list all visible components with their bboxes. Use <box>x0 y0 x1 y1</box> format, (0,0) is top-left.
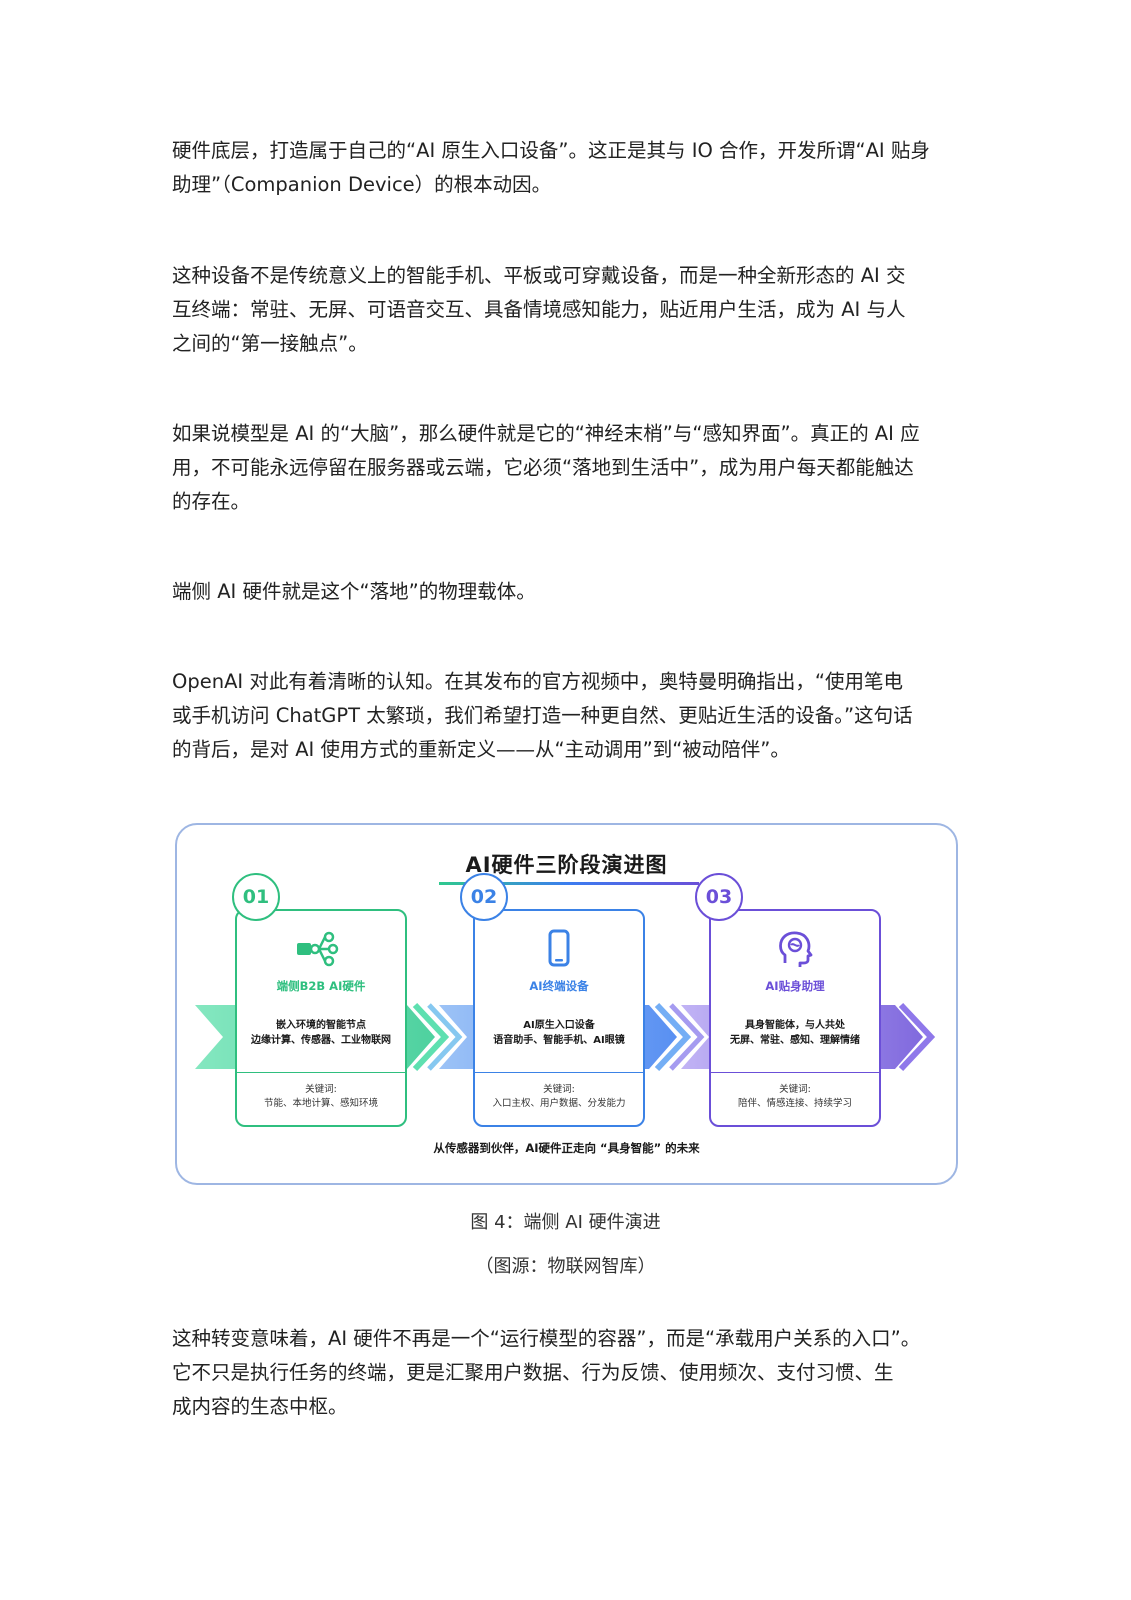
stage-name-1: 端侧B2B AI硬件 <box>276 979 366 993</box>
paragraph-line: 用，不可能永远停留在服务器或云端，它必须“落地到生活中”，成为用户每天都能触达 <box>172 456 914 479</box>
paragraph-5: OpenAI 对此有着清晰的认知。在其发布的官方视频中，奥特曼明确指出，“使用笔… <box>172 665 972 767</box>
paragraph-2: 这种设备不是传统意义上的智能手机、平板或可穿戴设备，而是一种全新形态的 AI 交… <box>172 259 972 361</box>
paragraph-line: 硬件底层，打造属于自己的“AI 原生入口设备”。这正是其与 IO 合作，开发所谓… <box>172 139 930 162</box>
stage-keyword-label-1: 关键词: <box>305 1084 337 1095</box>
stage-keyword-label-2: 关键词: <box>543 1084 575 1095</box>
stage-number-2: 02 <box>460 873 508 921</box>
paragraph-line: 如果说模型是 AI 的“大脑”，那么硬件就是它的“神经末梢”与“感知界面”。真正… <box>172 422 920 445</box>
keyword-divider-2 <box>473 1072 645 1073</box>
paragraph-line: 的存在。 <box>172 490 251 513</box>
paragraph-1: 硬件底层，打造属于自己的“AI 原生入口设备”。这正是其与 IO 合作，开发所谓… <box>172 134 972 202</box>
chevron-3a <box>898 1002 936 1072</box>
stage-keywords-1: 节能、本地计算、感知环境 <box>263 1098 378 1109</box>
paragraph-line: 的背后，是对 AI 使用方式的重新定义——从“主动调用”到“被动陪伴”。 <box>172 738 790 761</box>
stage-desc-3: 具身智能体，与人共处 无屏、常驻、感知、理解情绪 <box>709 1018 881 1048</box>
paragraph-line: 这种设备不是传统意义上的智能手机、平板或可穿戴设备，而是一种全新形态的 AI 交 <box>172 264 906 287</box>
chevron-1b <box>427 1003 463 1071</box>
paragraph-line: 成内容的生态中枢。 <box>172 1395 348 1418</box>
paragraph-4: 端侧 AI 硬件就是这个“落地”的物理载体。 <box>172 575 972 609</box>
stage-desc-line: 具身智能体，与人共处 <box>745 1020 845 1031</box>
stage-desc-line: 边缘计算、传感器、工业物联网 <box>251 1035 391 1046</box>
stage-keywords-2: 入口主权、用户数据、分发能力 <box>492 1098 626 1109</box>
brain-head-icon <box>779 931 813 967</box>
stage-desc-line: AI原生入口设备 <box>523 1020 595 1031</box>
stage-desc-line: 无屏、常驻、感知、理解情绪 <box>730 1035 860 1046</box>
figure-title: AI硬件三阶段演进图 <box>465 853 668 877</box>
stage-name-3: AI贴身助理 <box>765 979 825 993</box>
network-node-icon <box>297 931 339 967</box>
keyword-divider-1 <box>235 1072 407 1073</box>
smartphone-icon <box>548 929 570 967</box>
paragraph-line: 它不只是执行任务的终端，更是汇聚用户数据、行为反馈、使用频次、支付习惯、生 <box>172 1361 894 1384</box>
paragraph-line: 这种转变意味着，AI 硬件不再是一个“运行模型的容器”，而是“承载用户关系的入口… <box>172 1327 921 1350</box>
chevron-2b <box>669 1003 705 1071</box>
chevron-1a <box>412 1002 450 1072</box>
figure-caption: 图 4：端侧 AI 硬件演进 <box>470 1212 661 1233</box>
paragraph-line: 端侧 AI 硬件就是这个“落地”的物理载体。 <box>172 580 536 603</box>
stage-card-2 <box>473 909 645 1127</box>
evolution-figure: AI硬件三阶段演进图 01 <box>175 823 958 1185</box>
paragraph-line: 之间的“第一接触点”。 <box>172 332 368 355</box>
figure-source: （图源：物联网智库） <box>475 1256 656 1277</box>
title-underline <box>439 882 699 885</box>
stage-number-1: 01 <box>232 873 280 921</box>
stage-desc-1: 嵌入环境的智能节点 边缘计算、传感器、工业物联网 <box>235 1018 407 1048</box>
paragraph-line: OpenAI 对此有着清晰的认知。在其发布的官方视频中，奥特曼明确指出，“使用笔… <box>172 670 903 693</box>
paragraph-3: 如果说模型是 AI 的“大脑”，那么硬件就是它的“神经末梢”与“感知界面”。真正… <box>172 417 972 519</box>
stage-number-3: 03 <box>695 873 743 921</box>
chevron-2a <box>654 1002 692 1072</box>
keyword-divider-3 <box>709 1072 881 1073</box>
stage-desc-line: 语音助手、智能手机、AI眼镜 <box>493 1035 625 1046</box>
stage-keyword-label-3: 关键词: <box>779 1084 811 1095</box>
stage-name-2: AI终端设备 <box>529 979 589 993</box>
figure-footer: 从传感器到伙伴，AI硬件正走向 “具身智能” 的未来 <box>433 1141 700 1155</box>
paragraph-6: 这种转变意味着，AI 硬件不再是一个“运行模型的容器”，而是“承载用户关系的入口… <box>172 1322 972 1424</box>
paragraph-line: 助理”（Companion Device）的根本动因。 <box>172 173 552 196</box>
paragraph-line: 或手机访问 ChatGPT 太繁琐，我们希望打造一种更自然、更贴近生活的设备。”… <box>172 704 913 727</box>
paragraph-line: 互终端：常驻、无屏、可语音交互、具备情境感知能力，贴近用户生活，成为 AI 与人 <box>172 298 906 321</box>
stage-desc-line: 嵌入环境的智能节点 <box>276 1020 366 1031</box>
stage-desc-2: AI原生入口设备 语音助手、智能手机、AI眼镜 <box>473 1018 645 1048</box>
stage-keywords-3: 陪伴、情感连接、持续学习 <box>737 1098 852 1109</box>
